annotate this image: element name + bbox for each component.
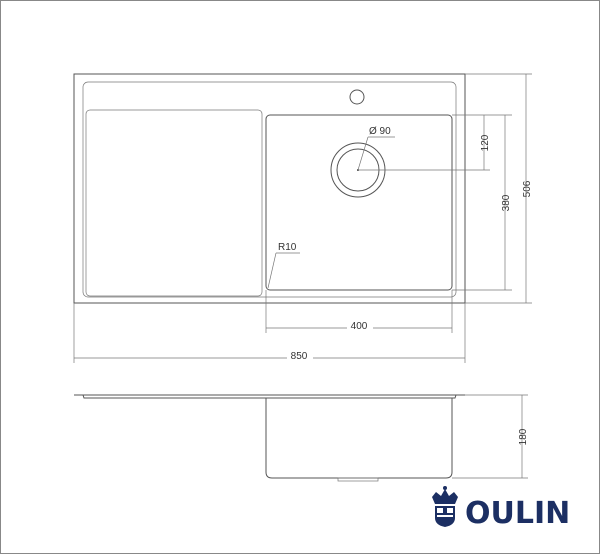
bowl: [265, 114, 453, 291]
overall-width-label: 850: [291, 351, 308, 362]
corner-radius-label: R10: [278, 242, 297, 253]
side-view: 180: [74, 394, 529, 482]
oulin-logo: OULIN: [432, 486, 570, 531]
logo-text: OULIN: [465, 496, 570, 531]
tap-hole: [349, 89, 365, 105]
horizontal-dimensions: 400 850: [73, 290, 466, 363]
bowl-height-label: 180: [518, 428, 529, 445]
drainboard: [85, 109, 263, 297]
bowl-width-label: 400: [351, 321, 368, 332]
vertical-dimensions: 120 380 506: [358, 73, 533, 304]
drain-offset-label: 120: [480, 134, 491, 151]
drain-diameter-label: Ø 90: [369, 126, 391, 137]
top-view: Ø 90 R10: [73, 73, 466, 304]
rim-outline: [82, 81, 457, 298]
sink-outline: [73, 73, 466, 304]
crown-shield-icon: [432, 486, 458, 527]
overall-depth-label: 506: [522, 180, 533, 197]
bowl-length-label: 380: [501, 194, 512, 211]
